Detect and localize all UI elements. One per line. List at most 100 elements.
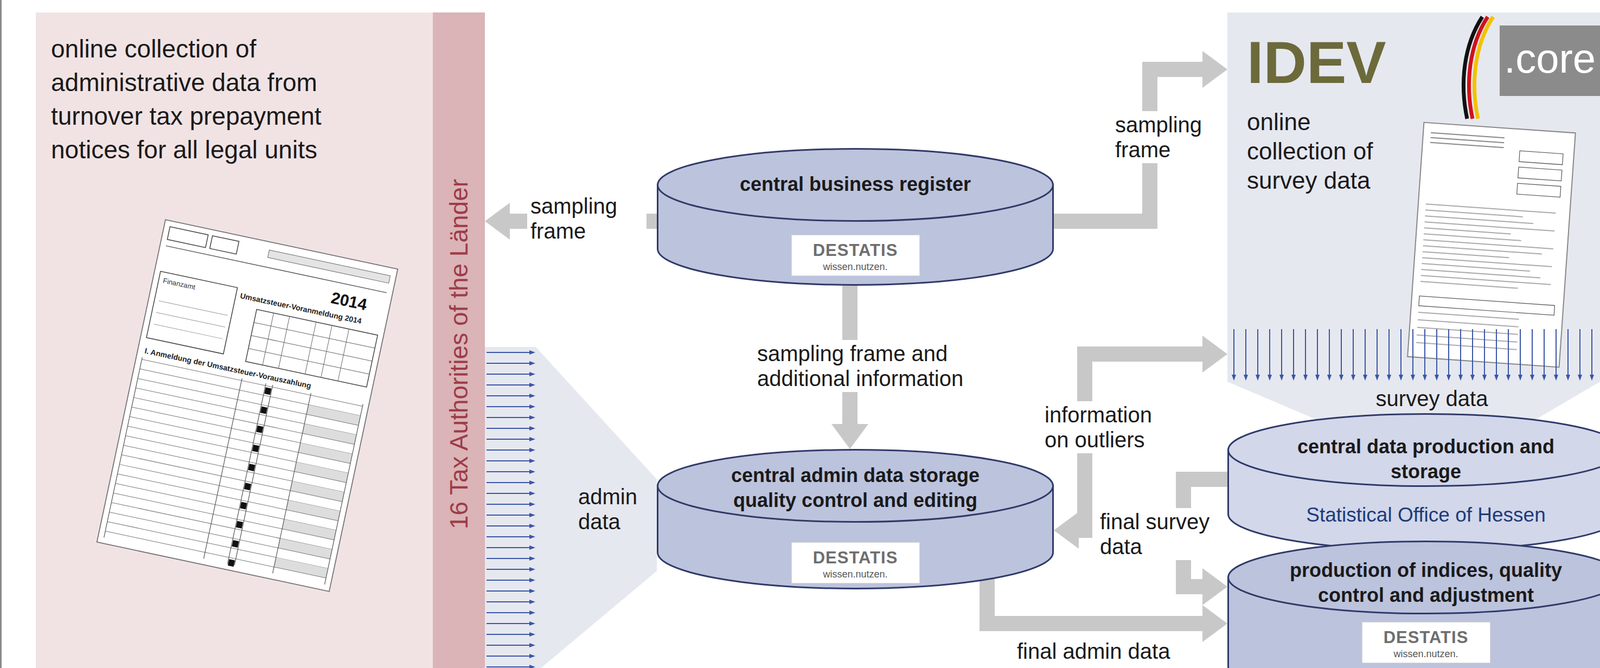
arrow-head <box>484 202 510 240</box>
form-shade <box>302 424 357 445</box>
down-arrow-head <box>1530 374 1535 381</box>
node-text: central admin data storage quality contr… <box>703 463 1008 514</box>
admin-data-arrow <box>486 590 531 592</box>
form-rule <box>133 397 355 445</box>
form-rule <box>109 512 331 559</box>
admin-data-arrow <box>486 406 531 408</box>
text-slot: IDEV <box>1246 28 1421 96</box>
admin-data-arrow <box>486 438 531 440</box>
text-slot: .core <box>1499 34 1596 83</box>
survey-form-drawing <box>1407 122 1576 368</box>
edge-label: final admin data <box>1016 638 1170 664</box>
form-field <box>146 271 238 354</box>
down-arrow-head <box>1410 374 1416 381</box>
admin-data-arrow-head <box>529 610 536 616</box>
form-shade <box>278 538 333 560</box>
logo-wordmark: DESTATIS <box>813 547 899 568</box>
admin-data-arrow <box>486 373 531 375</box>
form-shade <box>282 519 337 541</box>
down-arrow-head <box>1518 374 1523 381</box>
admin-data-arrow-head <box>529 643 536 648</box>
down-arrow <box>1281 329 1283 376</box>
form-rule <box>1424 227 1512 234</box>
form-rule <box>203 378 243 560</box>
edge-label: sampling frame <box>527 192 647 245</box>
connector <box>987 578 1228 643</box>
arrow-head <box>831 424 869 450</box>
down-arrow-head <box>1327 374 1332 381</box>
down-arrow-head <box>1541 374 1547 381</box>
text-slot: production of indices, quality control a… <box>1257 558 1595 608</box>
admin-data-arrow-head <box>529 523 536 529</box>
form-rule <box>1424 215 1534 224</box>
admin-data-arrow-head <box>529 502 536 507</box>
edge-label: information on outliers <box>1041 401 1169 454</box>
form-rule <box>248 348 370 375</box>
form-rule <box>272 393 312 574</box>
admin-data-arrow <box>486 666 531 668</box>
down-arrow-head <box>1398 374 1404 381</box>
text-slot: sampling frame <box>527 192 647 245</box>
form-rule <box>1425 209 1523 217</box>
form-marker <box>231 540 239 548</box>
down-arrow-head <box>1255 374 1260 381</box>
node-text: central data production and storage <box>1295 434 1557 485</box>
admin-data-arrow <box>486 503 531 505</box>
database-cylinder: central data production and storageStati… <box>1227 413 1600 552</box>
edge-label: survey data <box>1376 386 1489 412</box>
admin-data-arrow-head <box>529 382 536 388</box>
down-arrow <box>1483 329 1486 376</box>
form-field <box>1518 167 1563 182</box>
form-field <box>1418 296 1555 316</box>
admin-data-arrow-head <box>529 480 536 485</box>
admin-data-arrow <box>486 395 531 397</box>
form-rule <box>227 383 267 565</box>
down-arrow <box>1531 329 1533 376</box>
text-slot: online collection of survey data <box>1246 107 1410 196</box>
form-rule <box>1423 233 1522 241</box>
down-arrow-head <box>1351 374 1356 381</box>
form-rule <box>1417 320 1519 328</box>
down-arrow-head <box>1494 374 1499 381</box>
down-arrow <box>1436 329 1438 376</box>
form-rule <box>137 378 359 426</box>
arrow-head <box>1202 50 1228 88</box>
down-arrow <box>1412 329 1414 376</box>
form-rule <box>117 474 339 521</box>
admin-data-arrow-head <box>529 599 536 605</box>
node-text: central business register <box>739 172 971 196</box>
form-rule <box>1416 335 1518 343</box>
collection-panel: 2014Umsatzsteuer-Voranmeldung 2014Finanz… <box>35 12 485 668</box>
node-text: 16 Tax Authorities of the Länder <box>444 178 475 530</box>
admin-data-arrow <box>486 493 531 495</box>
admin-data-arrow <box>486 449 531 451</box>
logo-wordmark: DESTATIS <box>813 240 899 261</box>
down-arrow <box>1567 329 1569 376</box>
edge-label: sampling frame <box>1111 111 1221 164</box>
down-arrow <box>1460 329 1462 376</box>
form-rule <box>1421 263 1531 272</box>
down-arrow-head <box>1506 374 1511 381</box>
admin-data-arrow-head <box>529 556 536 561</box>
text-slot: wissen.nutzen. <box>792 260 918 273</box>
down-arrow-head <box>1470 374 1475 381</box>
tax-form-sheet: 2014Umsatzsteuer-Voranmeldung 2014Finanz… <box>96 219 399 593</box>
admin-data-arrow-head <box>529 545 536 550</box>
admin-data-arrow <box>486 655 531 657</box>
admin-data-arrow <box>486 362 531 364</box>
admin-data-arrow-head <box>529 621 536 626</box>
form-rule <box>1417 327 1519 335</box>
node-text: online collection of administrative data… <box>50 32 399 167</box>
form-rule <box>234 385 273 566</box>
edge-label: final survey data <box>1096 508 1225 561</box>
form-rule <box>1420 281 1519 289</box>
arrow-head <box>1202 605 1228 643</box>
text-slot: wissen.nutzen. <box>1363 648 1489 661</box>
form-rule <box>1416 342 1518 350</box>
form-marker <box>252 444 260 453</box>
text-slot: Statistical Office of Hessen <box>1252 503 1600 528</box>
down-arrow <box>1507 329 1509 376</box>
admin-data-arrow <box>486 514 531 516</box>
down-arrow <box>1472 329 1474 376</box>
text-slot: final admin data <box>1016 638 1202 664</box>
